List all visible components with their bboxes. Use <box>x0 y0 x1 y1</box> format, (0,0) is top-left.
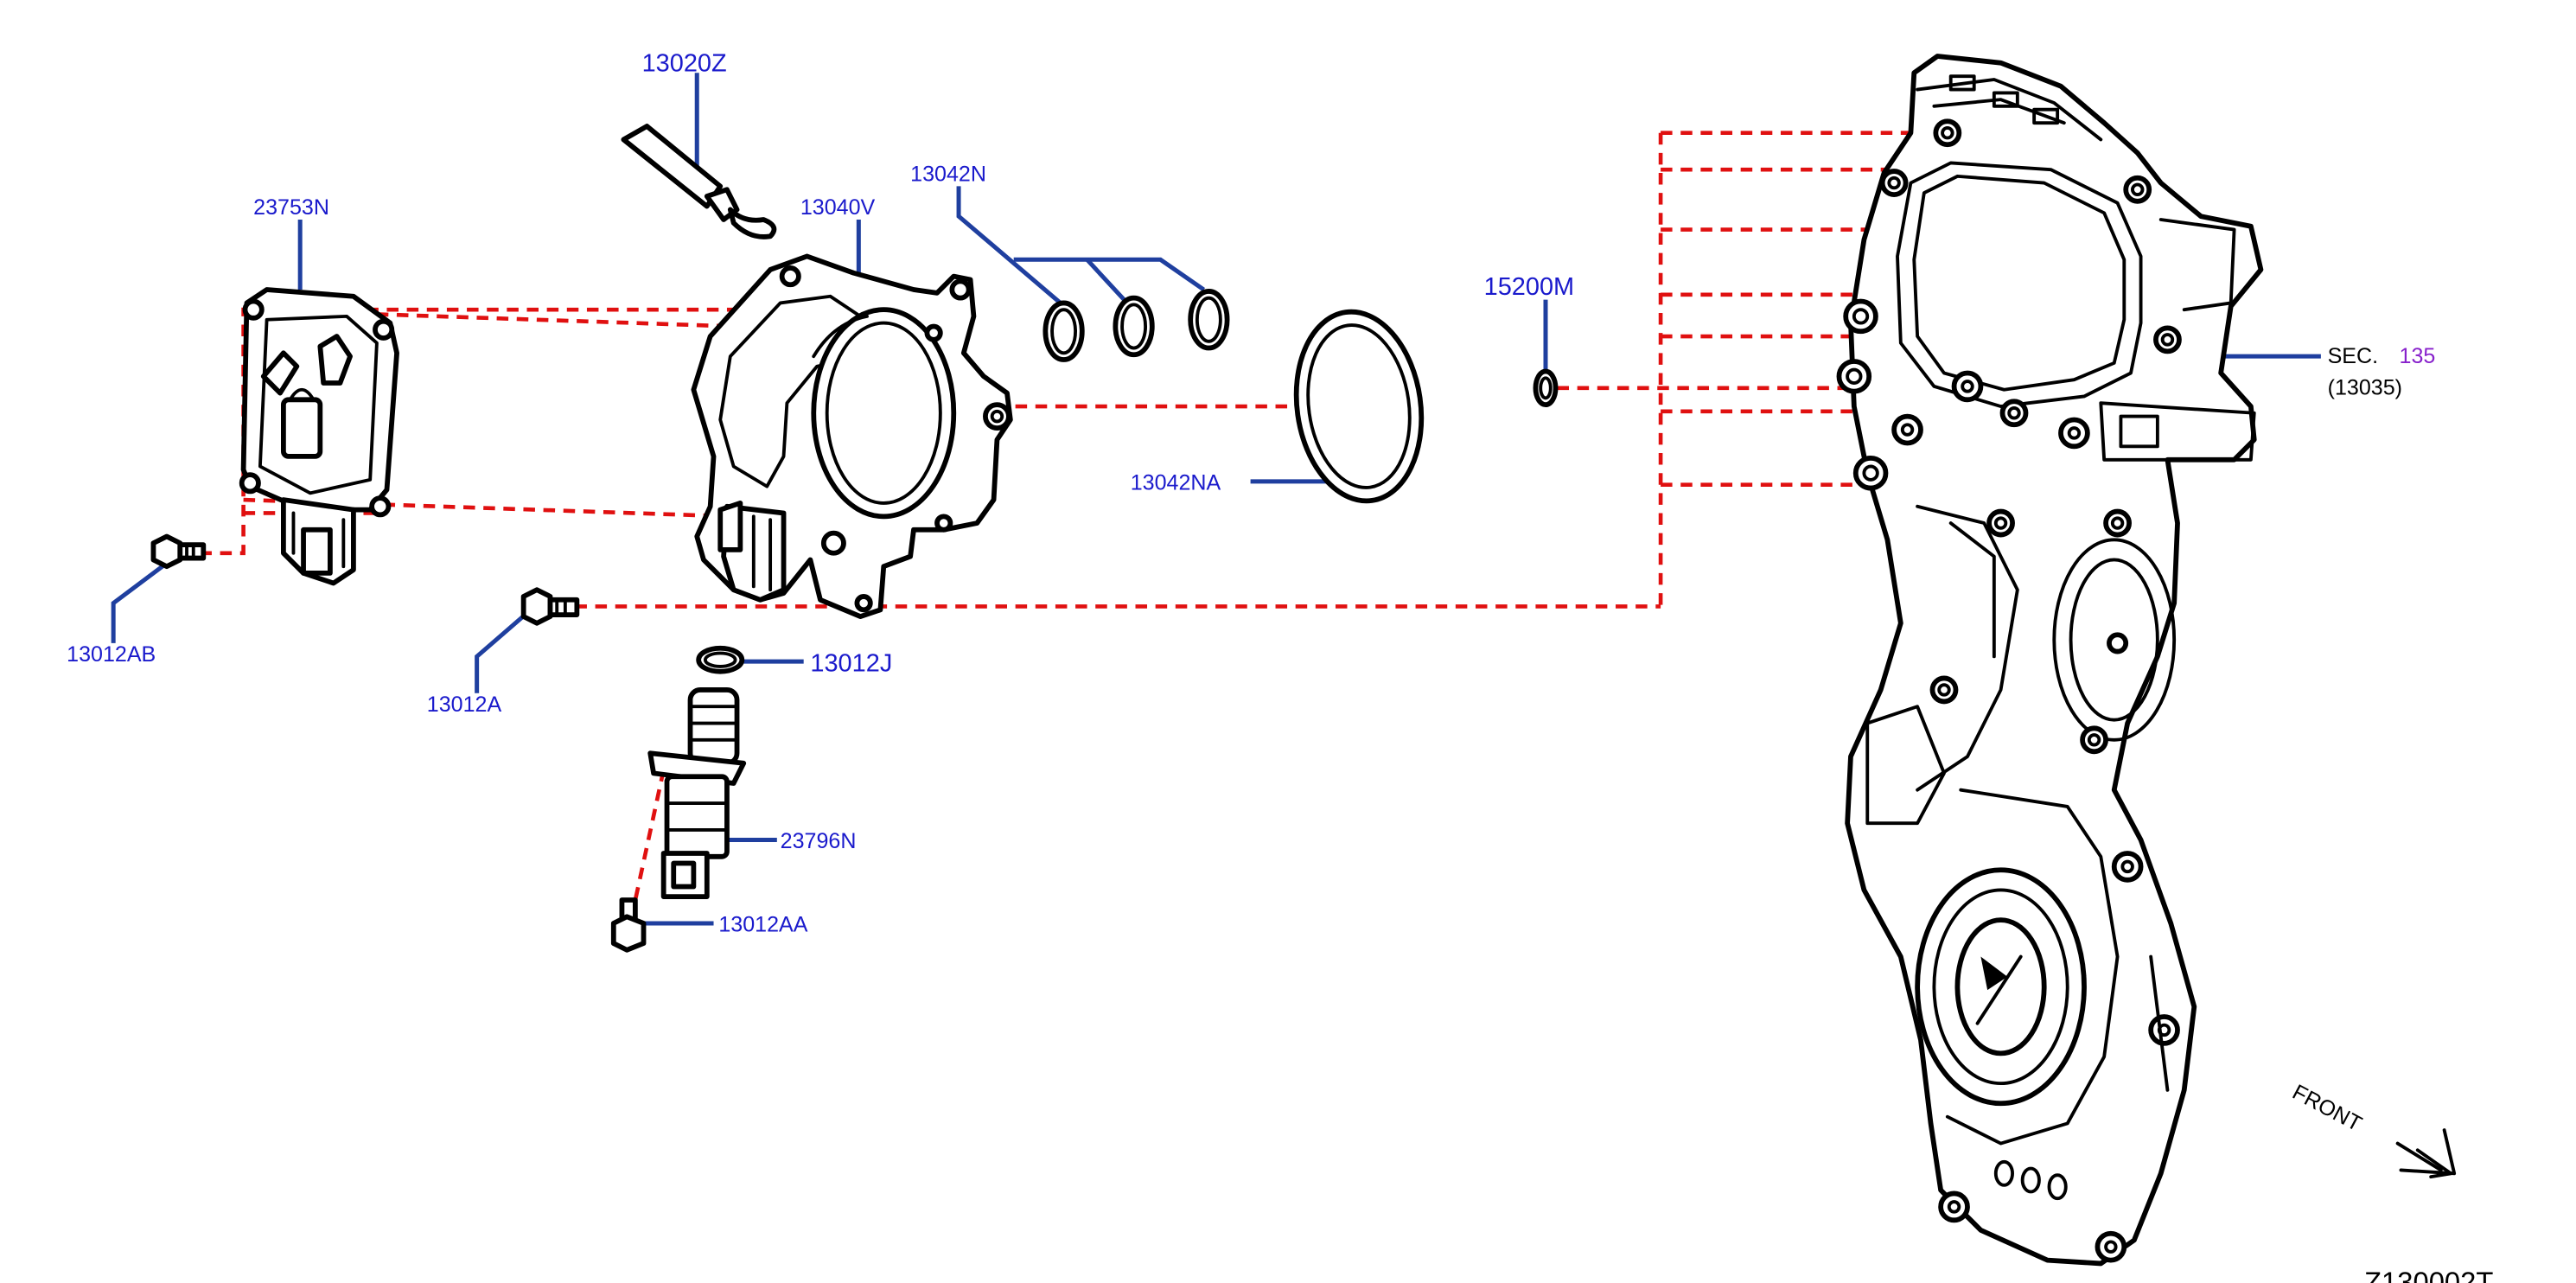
front-direction-indicator <box>2395 1128 2457 1179</box>
o-rings-13042N[interactable] <box>1043 289 1230 362</box>
label-13012AA: 13012AA <box>718 913 807 937</box>
section-number[interactable]: 135 <box>2400 344 2436 368</box>
bolt-13012AA[interactable] <box>610 897 647 953</box>
cover-23753N[interactable] <box>239 287 399 586</box>
label-13012A: 13012A <box>427 693 502 717</box>
front-label: FRONT <box>2288 1080 2365 1136</box>
solenoid-23796N[interactable] <box>647 687 747 899</box>
label-13042N: 13042N <box>910 163 986 187</box>
section-sub: (13035) <box>2328 376 2402 400</box>
seal-13042NA[interactable] <box>1285 303 1433 509</box>
section-prefix: SEC. <box>2328 344 2379 368</box>
housing-13040V[interactable] <box>691 253 1013 619</box>
label-13042NA: 13042NA <box>1131 470 1221 495</box>
front-cover-sec-135[interactable] <box>1836 54 2264 1267</box>
label-13020Z: 13020Z <box>642 49 727 77</box>
bolt-13012A[interactable] <box>520 587 580 626</box>
sealant-tube-13020Z[interactable] <box>621 124 777 239</box>
label-15200M: 15200M <box>1484 273 1575 301</box>
bolt-13012AB[interactable] <box>150 533 207 570</box>
label-13040V: 13040V <box>800 195 876 220</box>
o-ring-15200M[interactable] <box>1533 368 1559 408</box>
label-13012AB: 13012AB <box>67 642 156 667</box>
diagram-code: Z130002T <box>2364 1266 2493 1283</box>
o-ring-13012J[interactable] <box>696 645 745 674</box>
label-23796N: 23796N <box>781 829 857 853</box>
label-13012J: 13012J <box>810 650 892 678</box>
label-23753N: 23753N <box>253 195 329 220</box>
labels: 13020Z 23753N 13040V 13042N 15200M 13042… <box>67 49 2493 1283</box>
